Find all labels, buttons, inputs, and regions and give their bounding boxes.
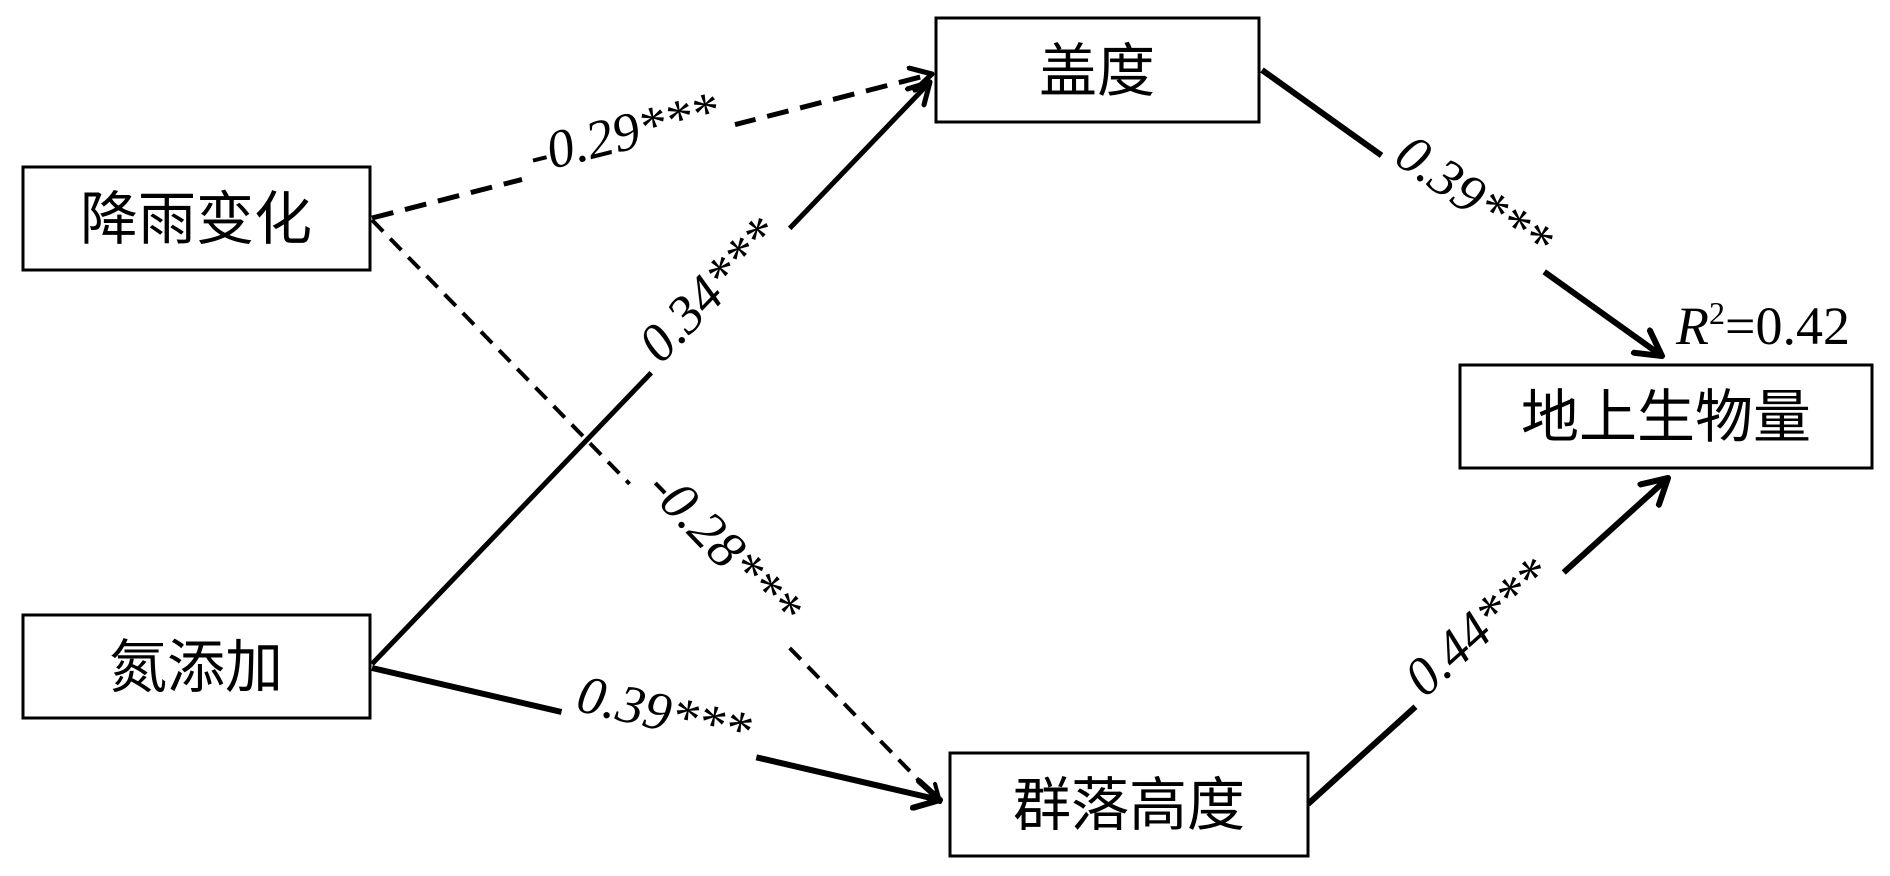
node-biomass-label: 地上生物量: [1521, 383, 1811, 451]
node-coverage: 盖度: [934, 16, 1261, 124]
node-height-label: 群落高度: [1013, 771, 1245, 839]
svg-text:0.34***: 0.34***: [627, 206, 792, 374]
edge-label-precipitation-coverage: -0.29***: [511, 80, 739, 191]
edge-label-nitrogen-coverage: 0.34***: [622, 200, 802, 384]
edge-label-coverage-biomass: 0.39***: [1374, 120, 1571, 281]
node-nitrogen-addition: 氮添加: [21, 613, 372, 720]
svg-text:0.44***: 0.44***: [1393, 546, 1564, 708]
node-nitrogen-label: 氮添加: [109, 633, 283, 701]
svg-text:0.39***: 0.39***: [572, 663, 756, 761]
node-coverage-label: 盖度: [1039, 37, 1155, 105]
node-aboveground-biomass: 地上生物量: [1458, 363, 1874, 470]
edge-label-height-biomass: 0.44***: [1387, 541, 1574, 718]
svg-text:0.39***: 0.39***: [1385, 122, 1563, 272]
node-precipitation-label: 降雨变化: [80, 185, 312, 253]
edge-label-precipitation-height: -0.28***: [624, 450, 821, 651]
svg-text:-0.28***: -0.28***: [636, 457, 814, 638]
node-community-height: 群落高度: [948, 751, 1310, 858]
edge-precipitation-height: [370, 218, 940, 802]
edge-nitrogen-coverage: [370, 82, 930, 666]
node-precipitation-change: 降雨变化: [21, 165, 372, 272]
svg-text:-0.29***: -0.29***: [523, 80, 725, 185]
r-squared-annotation: R2=0.42: [1675, 295, 1850, 356]
edge-label-nitrogen-height: 0.39***: [559, 663, 767, 767]
